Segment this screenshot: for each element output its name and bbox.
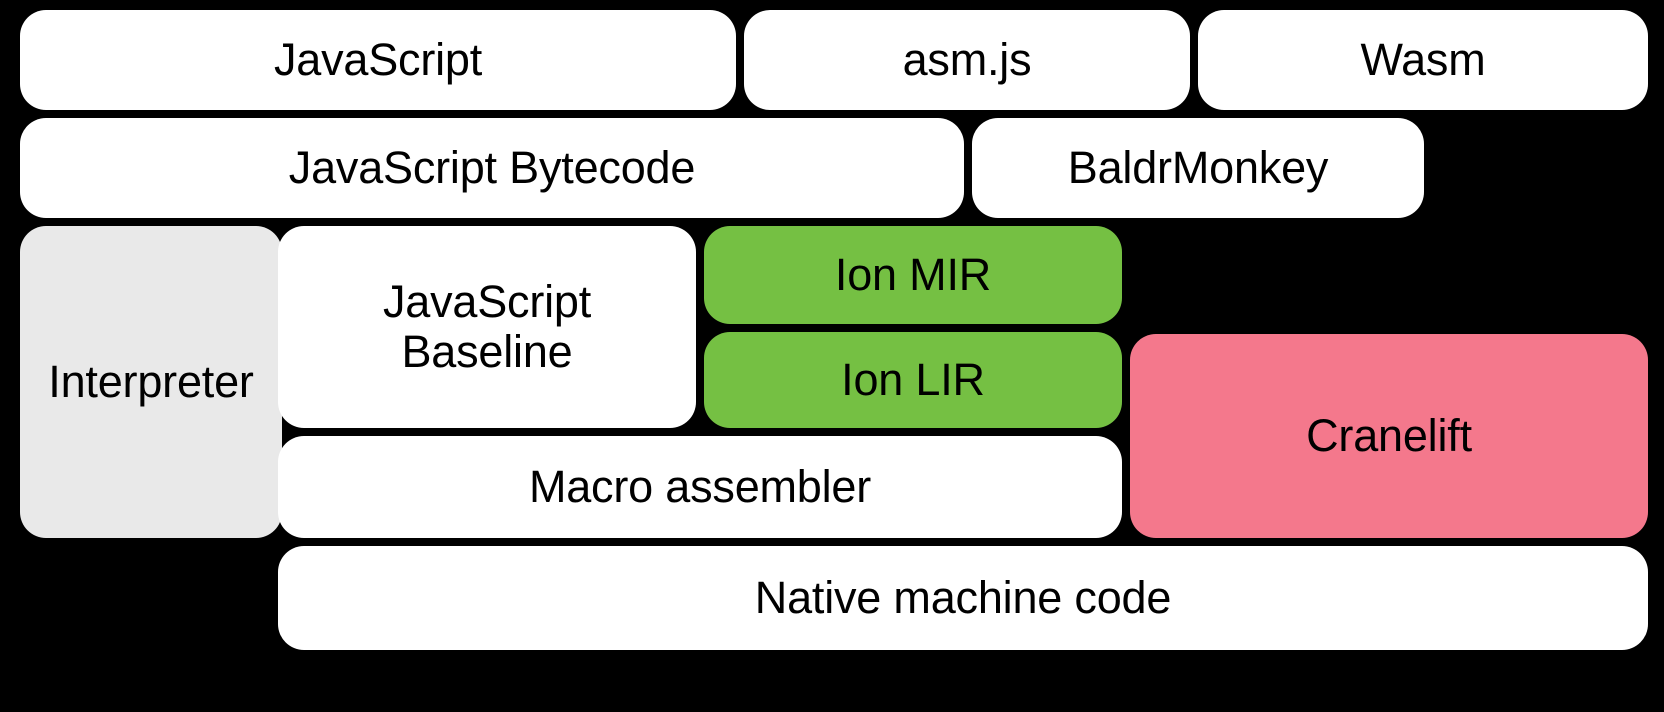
node-interpreter[interactable]: Interpreter — [20, 226, 282, 538]
node-ion-lir[interactable]: Ion LIR — [704, 332, 1122, 428]
node-native-machine-code[interactable]: Native machine code — [278, 546, 1648, 650]
node-javascript-baseline[interactable]: JavaScript Baseline — [278, 226, 696, 428]
node-javascript-bytecode[interactable]: JavaScript Bytecode — [20, 118, 964, 218]
node-baldrmonkey[interactable]: BaldrMonkey — [972, 118, 1424, 218]
node-ion-mir[interactable]: Ion MIR — [704, 226, 1122, 324]
node-wasm[interactable]: Wasm — [1198, 10, 1648, 110]
node-macro-assembler[interactable]: Macro assembler — [278, 436, 1122, 538]
node-asm-js[interactable]: asm.js — [744, 10, 1190, 110]
node-cranelift[interactable]: Cranelift — [1130, 334, 1648, 538]
node-javascript[interactable]: JavaScript — [20, 10, 736, 110]
